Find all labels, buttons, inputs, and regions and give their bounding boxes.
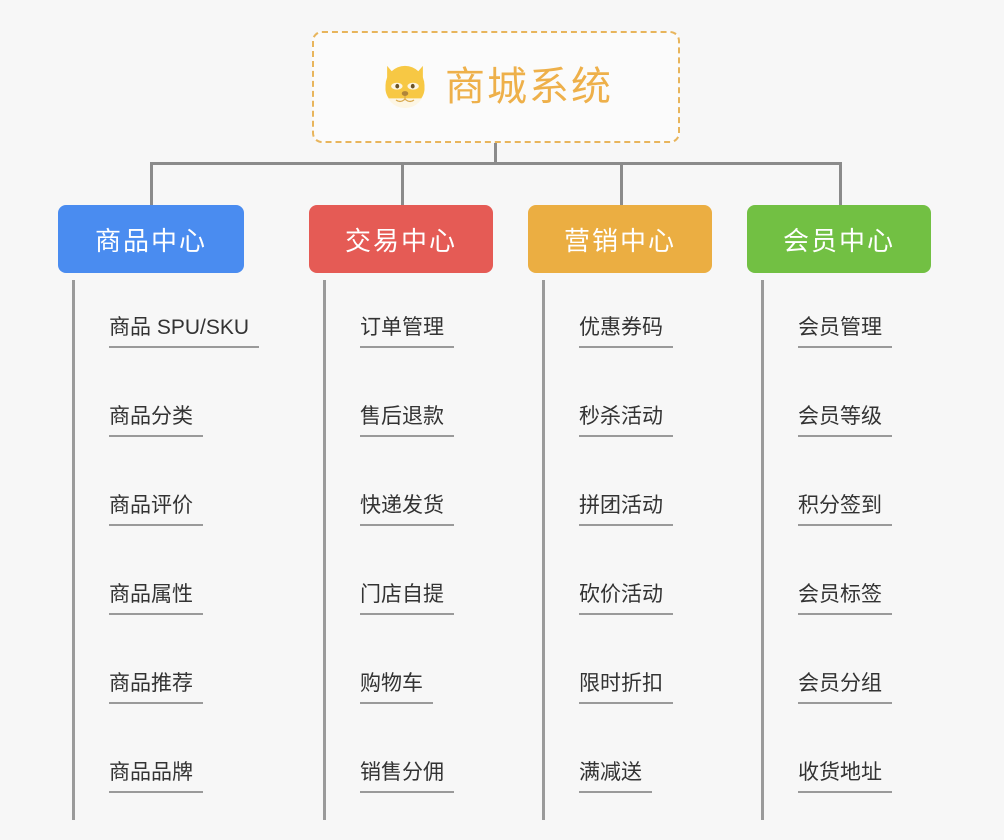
- list-item-label: 拼团活动: [579, 494, 673, 526]
- list-item[interactable]: 销售分佣: [326, 747, 454, 793]
- list-item[interactable]: 限时折扣: [545, 658, 673, 704]
- list-item[interactable]: 商品属性: [75, 569, 203, 615]
- list-item[interactable]: 商品推荐: [75, 658, 203, 704]
- list-item-label: 秒杀活动: [579, 405, 673, 437]
- list-item-label: 快递发货: [360, 494, 454, 526]
- list-item-label: 销售分佣: [360, 761, 454, 793]
- connector-drop-2: [401, 162, 404, 205]
- list-item-label: 门店自提: [360, 583, 454, 615]
- list-item-label: 会员分组: [798, 672, 892, 704]
- list-item-label: 售后退款: [360, 405, 454, 437]
- list-item[interactable]: 拼团活动: [545, 480, 673, 526]
- connector-drop-3: [620, 162, 623, 205]
- connector-horizontal-bus: [150, 162, 842, 165]
- list-item[interactable]: 优惠券码: [545, 302, 673, 348]
- list-item-label: 砍价活动: [579, 583, 673, 615]
- list-item[interactable]: 砍价活动: [545, 569, 673, 615]
- list-item[interactable]: 会员标签: [764, 569, 892, 615]
- category-header-member[interactable]: 会员中心: [747, 205, 931, 273]
- list-item[interactable]: 满减送: [545, 747, 652, 793]
- branch-spine: [323, 280, 326, 820]
- list-item-label: 商品属性: [109, 583, 203, 615]
- list-item[interactable]: 会员分组: [764, 658, 892, 704]
- connector-root-stem: [494, 143, 497, 163]
- list-item-label: 会员标签: [798, 583, 892, 615]
- list-item-label: 商品评价: [109, 494, 203, 526]
- list-item[interactable]: 积分签到: [764, 480, 892, 526]
- category-header-label: 交易中心: [344, 225, 457, 256]
- category-header-label: 会员中心: [782, 225, 895, 256]
- category-header-label: 商品中心: [94, 225, 207, 256]
- list-item-label: 满减送: [579, 761, 652, 793]
- list-item[interactable]: 门店自提: [326, 569, 454, 615]
- list-item[interactable]: 购物车: [326, 658, 433, 704]
- list-item-label: 会员等级: [798, 405, 892, 437]
- list-item-label: 会员管理: [798, 316, 892, 348]
- list-item[interactable]: 订单管理: [326, 302, 454, 348]
- category-header-marketing[interactable]: 营销中心: [528, 205, 712, 273]
- list-item[interactable]: 商品评价: [75, 480, 203, 526]
- list-item-label: 商品推荐: [109, 672, 203, 704]
- list-item[interactable]: 会员管理: [764, 302, 892, 348]
- list-item-label: 购物车: [360, 672, 433, 704]
- list-item[interactable]: 商品 SPU/SKU: [75, 302, 260, 348]
- list-item-label: 优惠券码: [579, 316, 673, 348]
- list-item[interactable]: 秒杀活动: [545, 391, 673, 437]
- category-header-trade[interactable]: 交易中心: [309, 205, 493, 273]
- list-item[interactable]: 商品分类: [75, 391, 203, 437]
- branch-spine: [72, 280, 75, 820]
- root-node[interactable]: 商城系统: [312, 31, 680, 143]
- list-item[interactable]: 快递发货: [326, 480, 454, 526]
- root-title: 商城系统: [445, 65, 613, 109]
- branch-spine: [761, 280, 764, 820]
- list-item[interactable]: 商品品牌: [75, 747, 203, 793]
- list-item-label: 订单管理: [360, 316, 454, 348]
- branch-spine: [542, 280, 545, 820]
- list-item[interactable]: 会员等级: [764, 391, 892, 437]
- list-item-label: 商品分类: [109, 405, 203, 437]
- list-item-label: 收货地址: [798, 761, 892, 793]
- list-item[interactable]: 收货地址: [764, 747, 892, 793]
- list-item-label: 商品 SPU/SKU: [109, 316, 260, 348]
- dog-face-icon: [385, 65, 425, 109]
- category-header-label: 营销中心: [563, 225, 676, 256]
- connector-drop-1: [150, 162, 153, 205]
- list-item-label: 积分签到: [798, 494, 892, 526]
- connector-drop-4: [839, 162, 842, 205]
- list-item-label: 限时折扣: [579, 672, 673, 704]
- category-header-product[interactable]: 商品中心: [58, 205, 244, 273]
- list-item-label: 商品品牌: [109, 761, 203, 793]
- list-item[interactable]: 售后退款: [326, 391, 454, 437]
